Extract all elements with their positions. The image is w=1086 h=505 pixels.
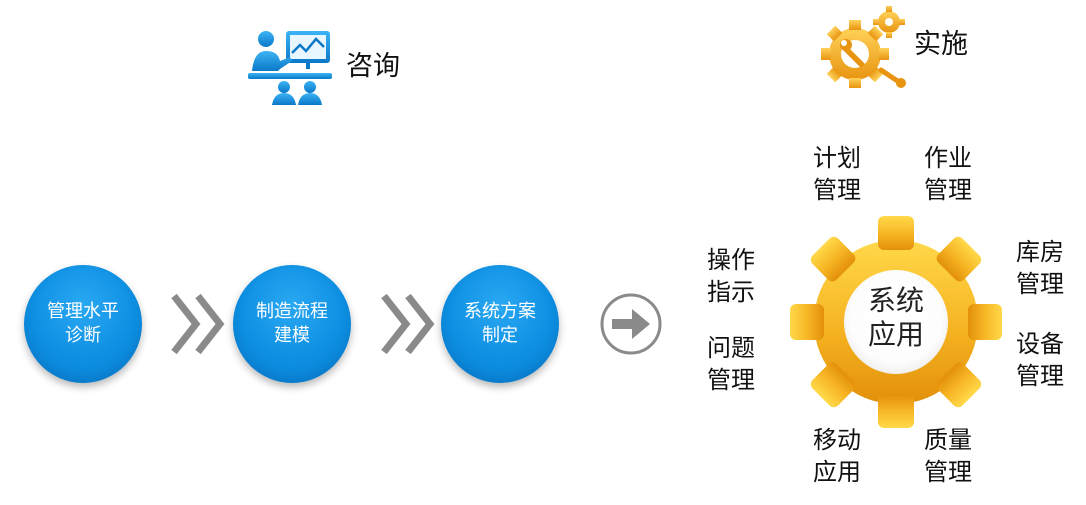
implement-label: 实施	[914, 29, 968, 60]
label-job-mgmt: 作业 管理	[924, 144, 972, 204]
gear-wrench-icon	[817, 4, 911, 92]
step-line2: 建模	[274, 325, 310, 346]
consult-label: 咨询	[346, 51, 400, 82]
step-line1: 系统方案	[464, 301, 536, 322]
double-chevron-icon	[381, 293, 435, 355]
center-line2: 应用	[867, 318, 924, 351]
step-line2: 制定	[482, 325, 518, 346]
step-line2: 诊断	[65, 325, 101, 346]
system-gear-icon	[790, 216, 1002, 428]
double-chevron-icon	[171, 293, 225, 355]
label-warehouse-mgmt: 库房 管理	[1016, 238, 1064, 298]
label-quality-mgmt: 质量 管理	[924, 426, 972, 486]
step-line1: 制造流程	[256, 301, 328, 322]
step-diagnosis: 管理水平 诊断	[24, 265, 142, 383]
center-line1: 系统	[867, 284, 924, 317]
center-label: 系统 应用	[846, 284, 946, 352]
label-mobile-app: 移动 应用	[813, 426, 861, 486]
label-equipment-mgmt: 设备 管理	[1016, 330, 1064, 390]
step-modeling: 制造流程 建模	[233, 265, 351, 383]
label-plan-mgmt: 计划 管理	[813, 144, 861, 204]
step-line1: 管理水平	[47, 301, 119, 322]
presentation-icon	[244, 27, 336, 107]
step-plan: 系统方案 制定	[441, 265, 559, 383]
arrow-right-circle-icon	[600, 293, 662, 355]
label-issue-mgmt: 问题 管理	[707, 334, 755, 394]
label-operation-guide: 操作 指示	[707, 246, 755, 306]
